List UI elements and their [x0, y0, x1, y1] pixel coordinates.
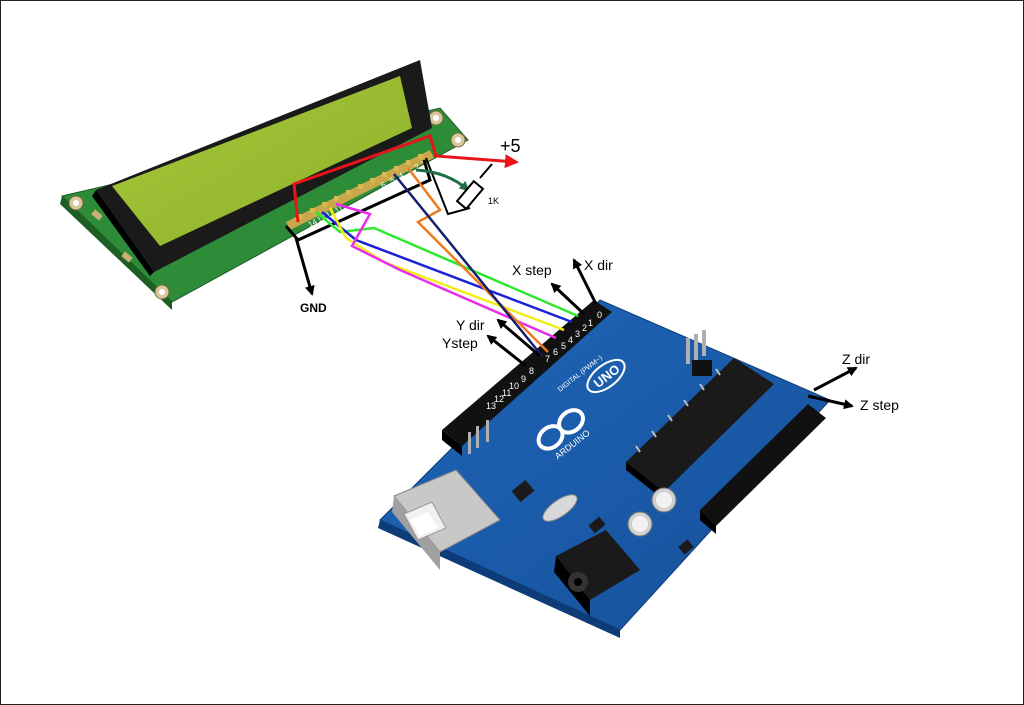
arrow-y-step [486, 334, 527, 368]
wires [284, 134, 579, 357]
arduino-pin-3: 3 [575, 329, 580, 339]
arduino-pin-10: 10 [509, 381, 519, 391]
wire-black-vcc-tap [479, 163, 493, 179]
resistor-1k [455, 179, 485, 211]
capacitors [627, 487, 677, 537]
plus5-label: +5 [500, 136, 521, 156]
arduino-pin-2: 2 [582, 323, 587, 333]
lcd-pin-4: 4 [397, 170, 406, 180]
wire-darkgreen-contrast [415, 168, 470, 192]
z-dir-label: Z dir [842, 351, 870, 367]
arduino-pin-8: 8 [529, 366, 534, 376]
arduino-pin-4: 4 [568, 335, 573, 345]
chip-pins [635, 368, 721, 453]
x-dir-label: X dir [584, 257, 613, 273]
arrow-y-dir [496, 318, 541, 358]
wire-red-vcc [292, 134, 519, 223]
arrow-z-dir [813, 366, 858, 392]
wire-green [315, 211, 579, 318]
usb-connector [392, 469, 501, 570]
lcd-pin-5: 5 [388, 175, 397, 185]
arduino-pin-13: 13 [486, 401, 496, 411]
resistor-label: 1K [488, 196, 499, 206]
dc-power-jack [554, 530, 640, 616]
lcd-pin-2: 2 [413, 162, 422, 172]
arduino-pin-0: 0 [560, 283, 565, 293]
reset-header [468, 420, 489, 454]
arrow-x-dir [572, 258, 598, 305]
y-dir-label: Y dir [456, 317, 485, 333]
lcd-pin-6: 6 [379, 180, 388, 190]
wire-navy [393, 173, 543, 357]
arduino-pin-12: 12 [494, 394, 504, 404]
arduino-uno-board: ARDUINO UNO DIGITAL (PWM~) 0 0 1 2 3 4 5… [378, 283, 831, 638]
arduino-pin-1: 1 [588, 318, 593, 328]
x-step-label: X step [512, 262, 552, 278]
wire-black-resistor [425, 157, 471, 216]
labels: +5 GND 1K X step X dir Y dir Ystep Z dir… [300, 136, 899, 413]
wire-black-gnd-arrow [294, 237, 315, 296]
icsp-header [686, 330, 712, 376]
z-step-label: Z step [860, 397, 899, 413]
arduino-pin-9: 9 [521, 374, 526, 384]
arduino-pin-11: 11 [502, 388, 511, 398]
arduino-pin-5: 5 [561, 341, 566, 351]
wire-magenta [335, 202, 557, 340]
pin-arrows [486, 258, 858, 410]
lcd-header-pads [298, 154, 423, 219]
wire-yellow [328, 207, 565, 332]
gnd-label: GND [300, 301, 327, 315]
arduino-pin-7: 7 [545, 354, 550, 364]
arrow-z-step [807, 394, 854, 410]
arduino-pin-6: 6 [553, 347, 558, 357]
lcd-module: 14 13 12 11 6 5 4 3 2 1 [60, 60, 469, 310]
arrow-x-step [550, 282, 586, 316]
y-step-label: Ystep [442, 335, 478, 351]
arduino-pin-0-label: 0 [597, 310, 602, 320]
